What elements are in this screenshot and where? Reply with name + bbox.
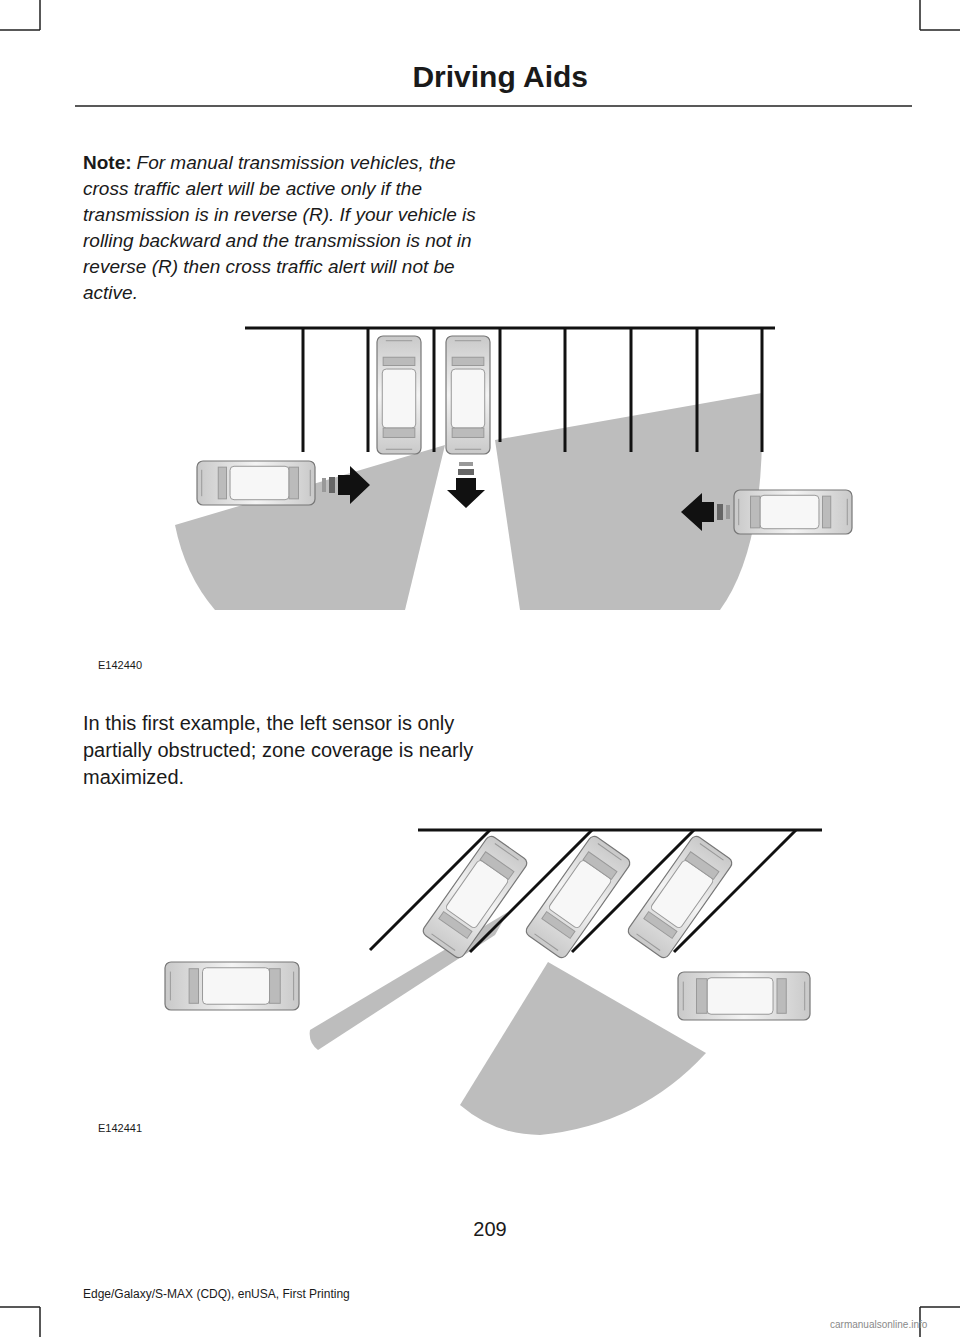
car [197, 461, 315, 505]
note-text: For manual transmission vehicles, the cr… [83, 152, 476, 303]
footer-text: Edge/Galaxy/S-MAX (CDQ), enUSA, First Pr… [83, 1286, 533, 1302]
parking-lines [245, 328, 775, 452]
note-label: Note: [83, 152, 132, 173]
motion-arrows [322, 462, 730, 531]
car [734, 490, 852, 534]
car [165, 962, 299, 1010]
car [377, 336, 421, 454]
car [524, 834, 632, 960]
figure-code: E142441 [98, 1121, 298, 1135]
note-block: Note:For manual transmission vehicles, t… [83, 150, 488, 306]
body-paragraph: In this first example, the left sensor i… [83, 710, 503, 791]
header-rule [75, 105, 912, 107]
page-header: Driving Aids [412, 60, 588, 94]
cross-traffic-figure [175, 328, 852, 610]
page-number: 209 [440, 1216, 540, 1242]
angled-parking-figure [165, 830, 822, 1135]
watermark: carmanualsonline.info [830, 1318, 955, 1331]
sensor-zone [175, 445, 445, 610]
car [678, 972, 810, 1020]
car [626, 834, 734, 960]
sensor-zone [495, 393, 762, 610]
car [421, 834, 529, 960]
figure-code: E142440 [98, 658, 298, 672]
sensor-zone [460, 962, 706, 1135]
car [446, 336, 490, 454]
